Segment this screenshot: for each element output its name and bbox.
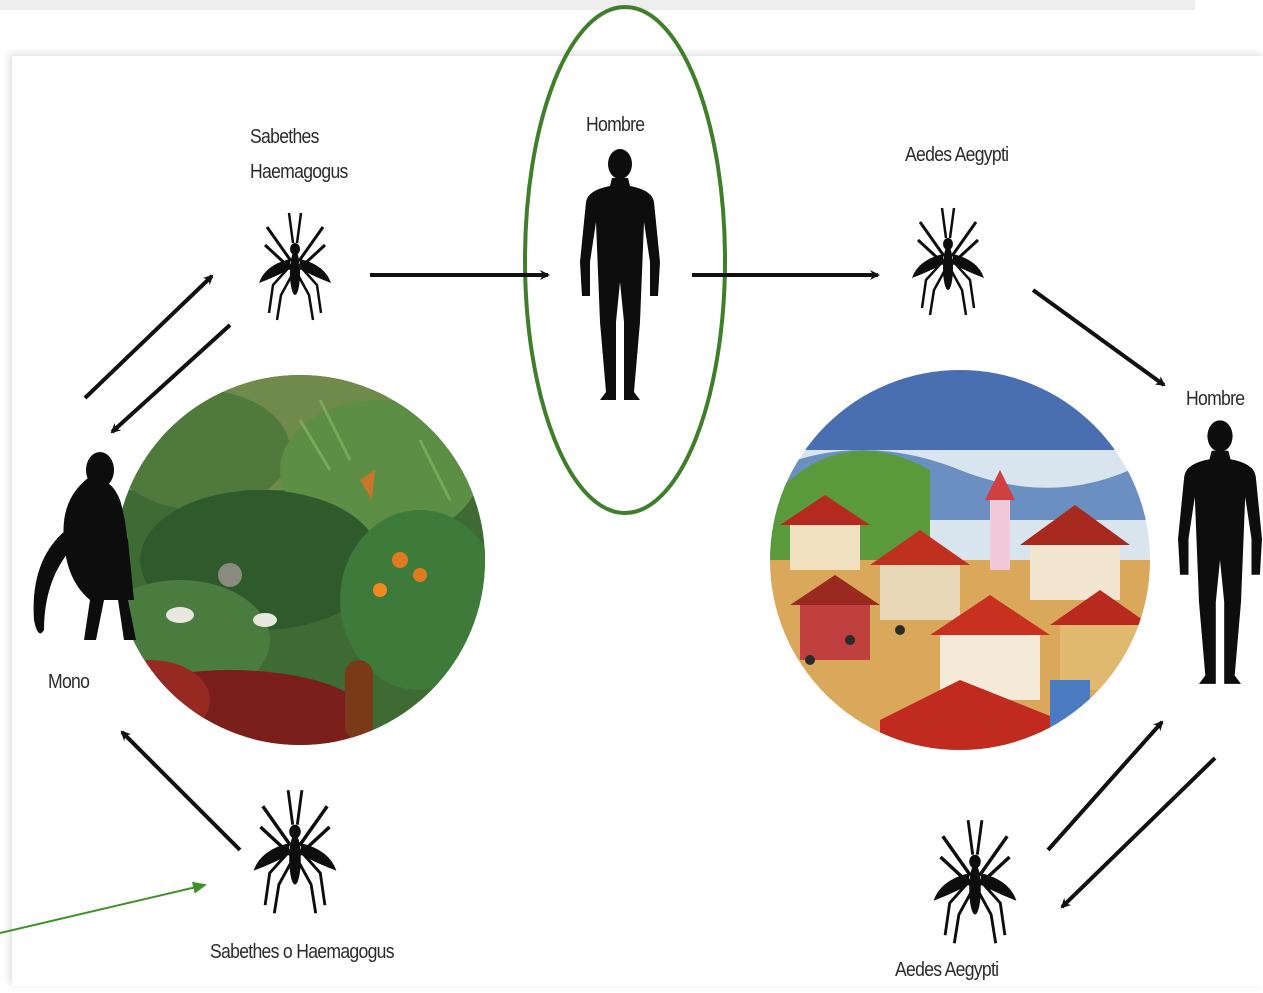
monkey-silhouette-icon: [34, 452, 136, 640]
human-center-label: Hombre: [586, 113, 644, 137]
human-silhouette-icon: [1178, 420, 1262, 684]
mosquito-icon: [934, 820, 1017, 943]
mosquito-icon: [254, 790, 337, 913]
mosquito-icon: [259, 213, 331, 320]
human-right-label: Hombre: [1186, 387, 1244, 411]
village-scene-image: [770, 370, 1150, 760]
monkey-label: Mono: [48, 670, 89, 694]
pointer-arrow: [0, 885, 205, 933]
human-silhouette-icon: [580, 149, 660, 400]
sylvan-vector-top-label-line2: Haemagogus: [250, 160, 348, 184]
jungle-scene-image: [90, 370, 500, 770]
sylvan-vector-top-label-line1: Sabethes: [250, 125, 319, 149]
urban-vector-bottom-label: Aedes Aegypti: [895, 958, 998, 982]
urban-vector-top-label: Aedes Aegypti: [905, 143, 1008, 167]
sylvan-vector-bottom-label: Sabethes o Haemagogus: [210, 940, 394, 964]
mosquito-icon: [912, 208, 984, 315]
